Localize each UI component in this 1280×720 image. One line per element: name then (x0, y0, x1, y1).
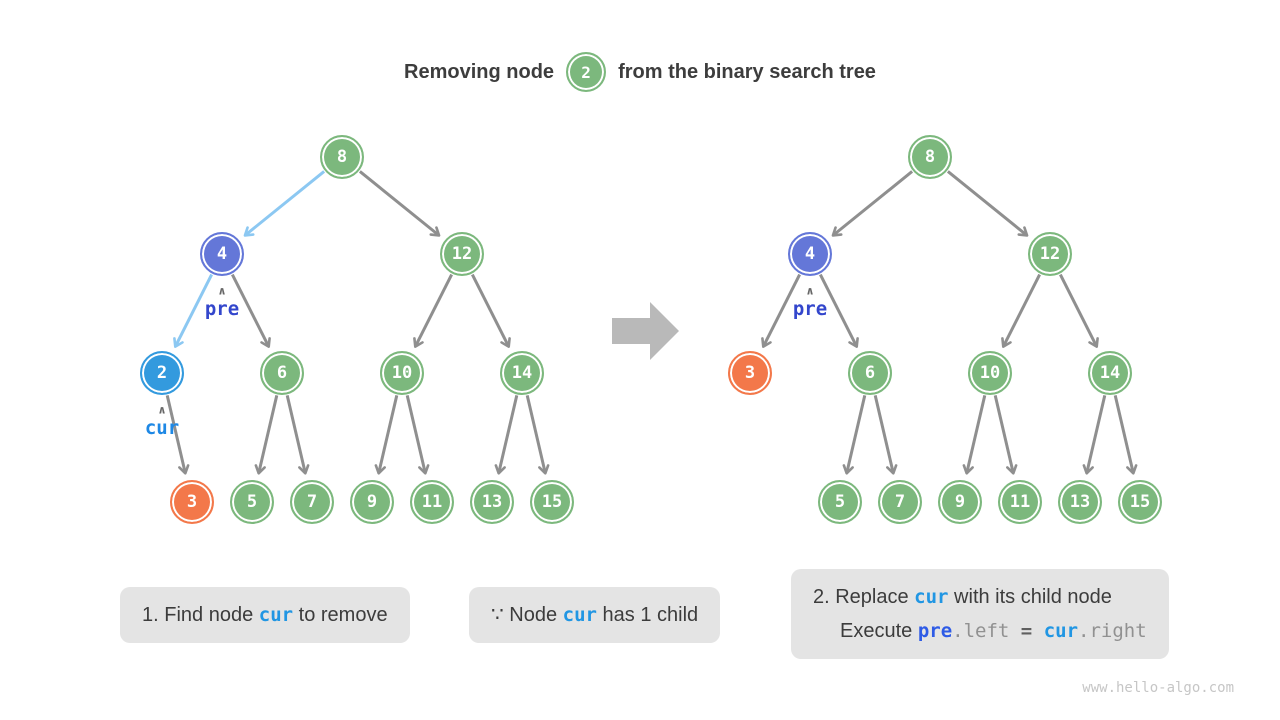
tree-edge-before-10-9 (374, 395, 399, 475)
tree-edge-after-6-5 (842, 395, 867, 475)
tree-edge-after-6-7 (873, 395, 898, 475)
tree-edge-before-6-7 (285, 395, 310, 475)
tree-node-before-2: 2 (140, 351, 184, 395)
caption-step-2-line2: Execute pre.left = cur.right (813, 614, 1147, 648)
tree-node-after-13: 13 (1058, 480, 1102, 524)
caption-step-2-pre-code: pre (917, 620, 953, 642)
tree-node-before-10: 10 (380, 351, 424, 395)
pointer-label-text-cur: cur (144, 417, 180, 439)
caption-condition-suffix: has 1 child (596, 604, 699, 626)
tree-node-before-5: 5 (230, 480, 274, 524)
caption-condition-text: ∵ Node cur has 1 child (491, 604, 698, 626)
caption-step-2-cur2-code: cur (1043, 620, 1079, 642)
caption-step-1-prefix: 1. Find node (142, 604, 259, 626)
title-prefix: Removing node (404, 60, 555, 83)
tree-edge-before-12-10 (413, 273, 453, 348)
caption-step-1-text: 1. Find node cur to remove (142, 604, 388, 626)
title-node-2: 2 (566, 52, 607, 92)
tree-node-after-9: 9 (938, 480, 982, 524)
pointer-label-text-pre: pre (204, 298, 240, 320)
tree-node-before-7: 7 (290, 480, 334, 524)
caption-step-2-line1-suffix: with its child node (948, 586, 1112, 608)
caption-condition: ∵ Node cur has 1 child (469, 587, 721, 643)
caption-step-2-execute-label: Execute (840, 620, 918, 642)
pointer-label-after-pre: ∧pre (793, 286, 827, 321)
tree-edge-after-4-6 (819, 273, 859, 348)
tree-edge-before-6-5 (254, 395, 279, 475)
tree-node-before-12: 12 (440, 232, 484, 276)
tree-edge-before-4-2 (173, 273, 213, 348)
caption-step-2-left-code: .left (952, 620, 1010, 642)
tree-node-after-4: 4 (788, 232, 832, 276)
tree-edge-after-14-13 (1082, 395, 1107, 475)
tree-edge-before-4-6 (231, 273, 271, 348)
tree-node-before-13: 13 (470, 480, 514, 524)
tree-node-after-8: 8 (908, 135, 952, 179)
caption-step-1-suffix: to remove (293, 604, 388, 626)
diagram-title: Removing node 2 from the binary search t… (0, 52, 1280, 92)
pointer-label-before-cur: ∧cur (145, 405, 179, 440)
tree-node-before-6: 6 (260, 351, 304, 395)
caption-step-2-line1: 2. Replace cur with its child node (813, 580, 1147, 614)
tree-edge-before-12-14 (471, 273, 511, 348)
tree-edge-before-8-4 (243, 170, 326, 237)
tree-node-after-12: 12 (1028, 232, 1072, 276)
tree-node-before-3: 3 (170, 480, 214, 524)
tree-edge-before-14-15 (525, 395, 550, 475)
caption-step-1: 1. Find node cur to remove (120, 587, 410, 643)
tree-edge-after-8-4 (831, 170, 914, 237)
caption-step-2: 2. Replace cur with its child node Execu… (791, 569, 1169, 659)
tree-node-before-14: 14 (500, 351, 544, 395)
tree-node-before-15: 15 (530, 480, 574, 524)
tree-node-after-15: 15 (1118, 480, 1162, 524)
tree-edge-after-10-9 (962, 395, 987, 475)
caption-step-2-cur-code: cur (914, 586, 949, 608)
watermark: www.hello-algo.com (1082, 680, 1234, 696)
title-suffix: from the binary search tree (618, 60, 876, 83)
tree-node-before-8: 8 (320, 135, 364, 179)
tree-edge-after-4-3 (761, 273, 801, 348)
tree-node-after-7: 7 (878, 480, 922, 524)
transition-arrow-icon (612, 302, 679, 360)
pointer-label-text-pre: pre (792, 298, 828, 320)
tree-edge-before-14-13 (494, 395, 519, 475)
caption-condition-prefix: ∵ Node (491, 604, 563, 626)
tree-node-before-9: 9 (350, 480, 394, 524)
tree-node-after-10: 10 (968, 351, 1012, 395)
caption-step-2-right-code: .right (1078, 620, 1147, 642)
tree-node-after-14: 14 (1088, 351, 1132, 395)
pointer-up-icon: ∧ (218, 285, 226, 298)
caption-step-2-line1-prefix: 2. Replace (813, 586, 915, 608)
tree-node-before-11: 11 (410, 480, 454, 524)
tree-edge-before-2-3 (165, 395, 190, 475)
tree-node-before-4: 4 (200, 232, 244, 276)
tree-edge-after-14-15 (1113, 395, 1138, 475)
caption-condition-cur-code: cur (562, 604, 597, 626)
caption-step-2-equals: = (1009, 620, 1044, 642)
tree-edge-after-12-14 (1059, 273, 1099, 348)
pointer-up-icon: ∧ (158, 404, 166, 417)
tree-node-after-3: 3 (728, 351, 772, 395)
tree-edge-before-8-12 (358, 170, 441, 237)
pointer-up-icon: ∧ (806, 285, 814, 298)
tree-edge-after-8-12 (946, 170, 1029, 237)
tree-edge-after-10-11 (993, 395, 1018, 475)
tree-edge-after-12-10 (1001, 273, 1041, 348)
tree-node-after-11: 11 (998, 480, 1042, 524)
tree-node-after-5: 5 (818, 480, 862, 524)
caption-step-1-cur-code: cur (258, 604, 294, 626)
tree-node-after-6: 6 (848, 351, 892, 395)
tree-edge-before-10-11 (405, 395, 430, 475)
pointer-label-before-pre: ∧pre (205, 286, 239, 321)
